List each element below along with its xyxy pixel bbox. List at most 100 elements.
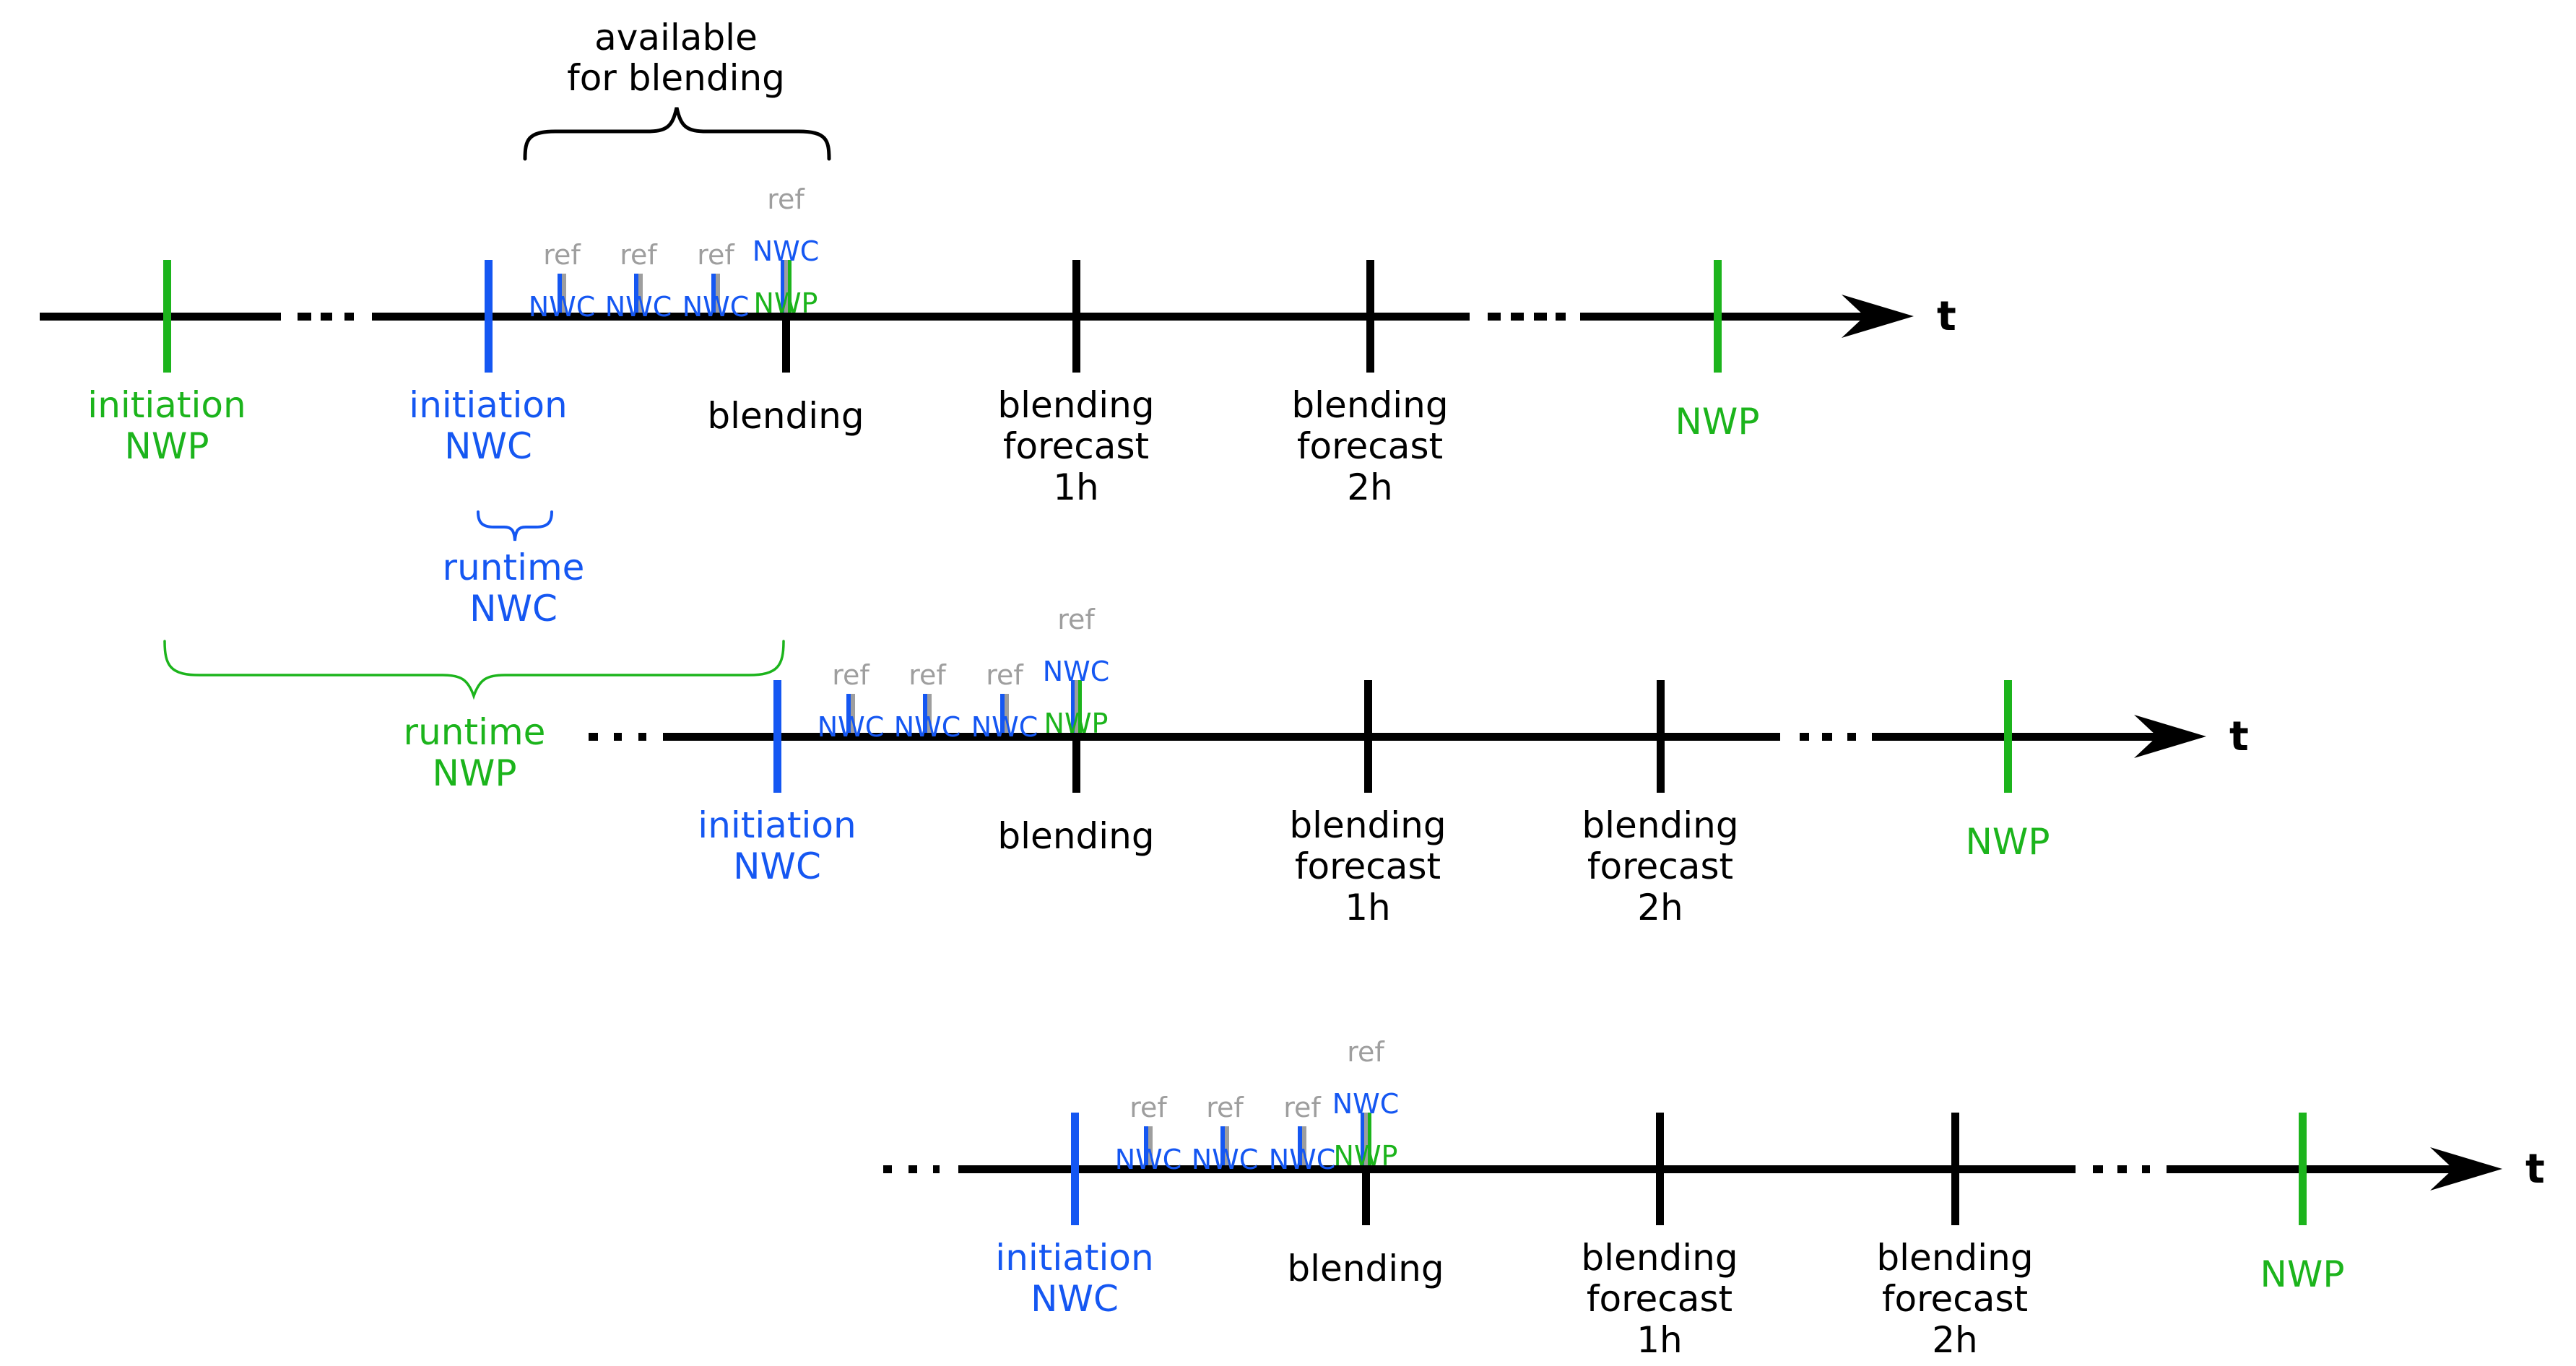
nwp-label: NWP [2260, 1253, 2345, 1295]
runtime-nwc-brace [477, 510, 553, 541]
tick-ref-nwc [1220, 1126, 1225, 1165]
blending-forecast-1h-label: blending forecast 1h [1289, 804, 1447, 928]
blending-label: blending [997, 815, 1155, 857]
axis-gap-dash [344, 312, 354, 321]
tick-ref-nwc [711, 274, 716, 313]
tick-initiation-nwp [162, 260, 171, 373]
axis-arrowhead-icon [2430, 1147, 2502, 1191]
axis-gap-dash [1511, 312, 1524, 321]
axis-gap-dash [638, 732, 646, 741]
axis-gap-dash [883, 1165, 892, 1173]
ref-nwc-label: ref NWC [604, 239, 672, 323]
axis-gap-dash [1488, 312, 1501, 321]
tick-nwp [2298, 1113, 2307, 1225]
axis-t-label: t [2525, 1146, 2545, 1193]
initiation-nwc-label: initiation NWC [409, 384, 568, 467]
ref-nwc-label: ref NWC [528, 239, 596, 323]
axis-arrowhead-icon [1842, 295, 1914, 338]
tick-ref-gray [927, 694, 932, 733]
axis-gap-dash [2093, 1165, 2103, 1173]
tick-nwp [1713, 260, 1722, 373]
tick-blending-forecast-1h [1072, 260, 1080, 373]
ref-nwc-label: ref NWC [893, 659, 961, 743]
tick-blending-ref [1074, 680, 1078, 733]
ref-nwc-nwp-label: ref NWC NWP [1042, 604, 1110, 739]
tick-blending-forecast-2h [1366, 260, 1374, 373]
tick-blending-nwp [1077, 680, 1082, 733]
tick-ref-nwc [558, 274, 562, 313]
tick-ref-nwc [1298, 1126, 1302, 1165]
axis-gap-dash [589, 732, 598, 741]
tick-blending-ref [1363, 1113, 1368, 1165]
tick-ref-gray [1225, 1126, 1229, 1165]
axis-gap-dash [1847, 732, 1856, 741]
ref-nwc-label: ref NWC [1191, 1092, 1259, 1175]
tick-blending-nwc [780, 260, 784, 313]
tick-blending-forecast-2h [1656, 680, 1665, 793]
tick-blending-forecast-1h [1363, 680, 1372, 793]
tick-blending-forecast-2h [1951, 1113, 1959, 1225]
blending-forecast-1h-label: blending forecast 1h [997, 384, 1155, 508]
runtime-nwp-label: runtime NWP [403, 711, 546, 794]
tick-ref-nwc [846, 694, 851, 733]
tick-blending-nwp [1367, 1113, 1371, 1165]
tick-ref-gray [562, 274, 566, 313]
tick-ref-gray [716, 274, 720, 313]
axis-gap-dash [614, 732, 622, 741]
axis-segment [958, 1165, 2076, 1173]
axis-segment [2167, 1165, 2484, 1173]
axis-arrowhead-icon [2134, 715, 2206, 758]
axis-gap-dash [908, 1165, 917, 1173]
tick-ref-nwc [1144, 1126, 1148, 1165]
tick-blending-ref [784, 260, 788, 313]
tick-blending-nwp [787, 260, 792, 313]
blending-forecast-1h-label: blending forecast 1h [1581, 1237, 1738, 1361]
ref-nwc-label: ref NWC [682, 239, 750, 323]
tick-blending-nwc [1070, 680, 1075, 733]
tick-nwp [2003, 680, 2012, 793]
ref-nwc-nwp-label: ref NWC NWP [752, 183, 820, 319]
nwp-label: NWP [1675, 401, 1760, 443]
blending-forecast-2h-label: blending forecast 2h [1582, 804, 1739, 928]
available-for-blending-label: available for blending [567, 17, 785, 99]
tick-ref-nwc [634, 274, 638, 313]
tick-ref-nwc [1000, 694, 1005, 733]
axis-gap-dash [321, 312, 332, 321]
runtime-nwp-brace [163, 640, 785, 700]
axis-t-label: t [2229, 713, 2249, 760]
initiation-nwc-label: initiation NWC [995, 1237, 1154, 1320]
tick-blending-nwc [1360, 1113, 1364, 1165]
tick-ref-nwc [923, 694, 927, 733]
axis-gap-dash [933, 1165, 940, 1173]
axis-gap-dash [1534, 312, 1547, 321]
tick-ref-gray [638, 274, 643, 313]
axis-segment [1872, 732, 2188, 741]
tick-blending [1361, 1173, 1370, 1225]
ref-nwc-label: ref NWC [817, 659, 885, 743]
available-brace [523, 107, 831, 161]
axis-t-label: t [1937, 293, 1956, 340]
axis-segment [40, 312, 281, 321]
tick-initiation-nwc [773, 680, 781, 793]
ref-nwc-label: ref NWC [1114, 1092, 1182, 1175]
tick-blending-forecast-1h [1655, 1113, 1664, 1225]
initiation-nwp-label: initiation NWP [87, 384, 246, 467]
blending-forecast-2h-label: blending forecast 2h [1291, 384, 1449, 508]
axis-segment [372, 312, 1470, 321]
tick-initiation-nwc [1070, 1113, 1079, 1225]
runtime-nwc-label: runtime NWC [442, 547, 585, 630]
nwp-label: NWP [1965, 821, 2050, 863]
tick-initiation-nwc [484, 260, 493, 373]
axis-gap-dash [2117, 1165, 2127, 1173]
blending-forecast-2h-label: blending forecast 2h [1876, 1237, 2034, 1361]
axis-gap-dash [298, 312, 311, 321]
tick-ref-gray [851, 694, 855, 733]
axis-gap-dash [1800, 732, 1809, 741]
axis-gap-dash [2142, 1165, 2150, 1173]
axis-segment [663, 732, 1780, 741]
tick-blending [781, 320, 790, 373]
blending-label: blending [707, 395, 864, 437]
ref-nwc-label: ref NWC [1268, 1092, 1336, 1175]
tick-blending [1072, 740, 1080, 793]
